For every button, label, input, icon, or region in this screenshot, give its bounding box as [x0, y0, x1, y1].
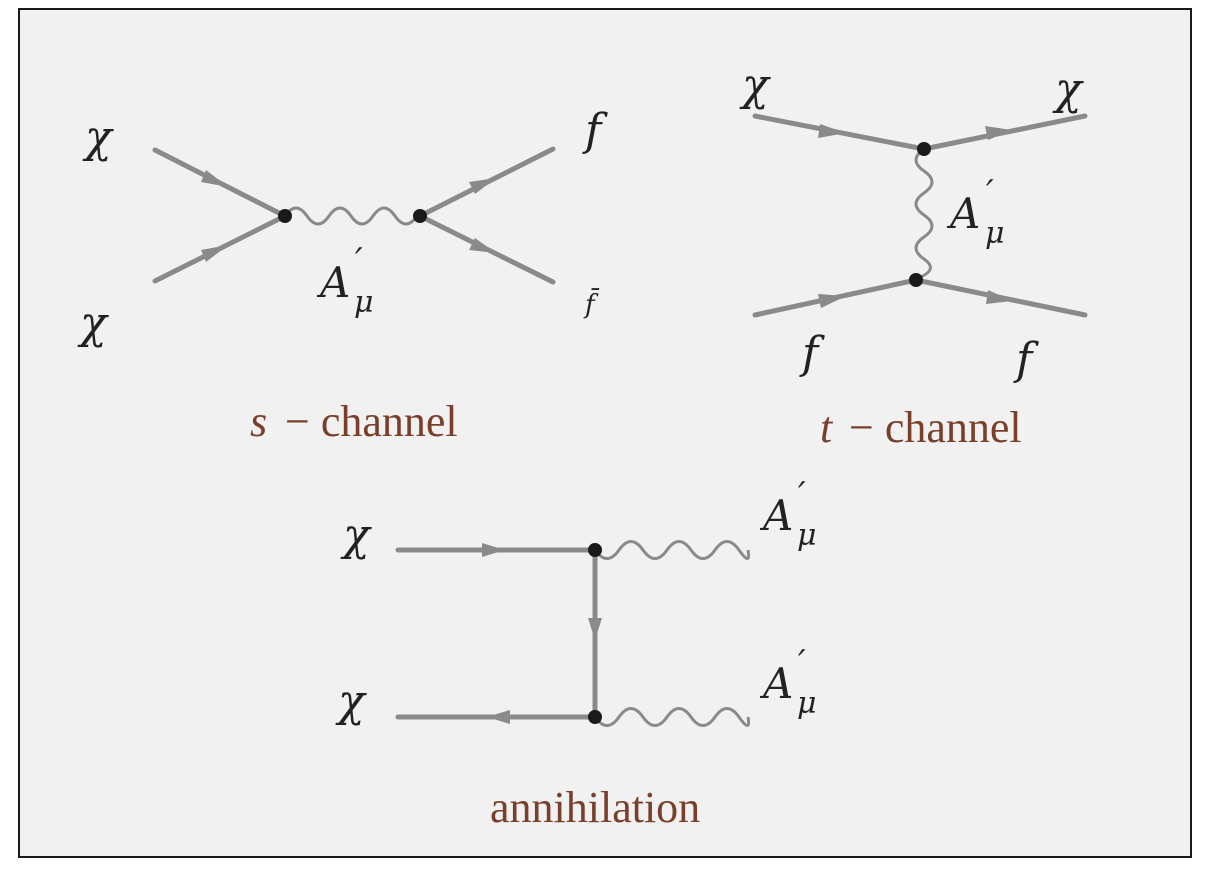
ann-out-top-prime: ′: [798, 475, 806, 515]
s-mediator-subscript: μ: [354, 285, 374, 320]
annihilation-diagram: χ χ A ′ μ A ′ μ annihilation: [335, 475, 817, 832]
ann-outgoing-top-wavy-line: [593, 540, 751, 560]
t-mediator-wavy-line: [914, 147, 934, 281]
t-mediator-prime: ′: [986, 173, 994, 213]
s-incoming-bottom-arrow-icon: [201, 245, 228, 262]
s-label-out-bottom: f̄: [583, 287, 600, 320]
t-outgoing-bottom-arrow-icon: [986, 290, 1012, 304]
annihilation-caption: annihilation: [490, 783, 700, 832]
s-mediator-symbol: A: [316, 258, 350, 307]
t-caption-variable: t: [820, 403, 834, 452]
t-bottom-vertex: [909, 273, 923, 287]
t-outgoing-top-arrow-icon: [985, 126, 1012, 140]
t-mediator-label: A ′ μ: [946, 173, 1005, 251]
s-mediator-wavy-line: [283, 206, 419, 226]
t-caption-text: − channel: [849, 403, 1022, 452]
s-label-in-top: χ: [82, 112, 114, 163]
ann-out-top-subscript: μ: [797, 518, 817, 553]
s-right-vertex: [413, 209, 427, 223]
ann-incoming-bottom-arrow-icon: [487, 710, 510, 724]
ann-out-top-symbol: A: [759, 491, 793, 540]
ann-label-in-top: χ: [340, 510, 372, 561]
ann-label-in-bottom: χ: [335, 676, 367, 727]
s-label-out-top: f: [582, 105, 608, 156]
s-outgoing-bottom-arrow-icon: [469, 238, 496, 253]
ann-out-bottom-prime: ′: [798, 643, 806, 683]
ann-outgoing-bottom-wavy-line: [593, 707, 751, 727]
ann-out-bottom-symbol: A: [759, 659, 793, 708]
ann-out-top-label: A ′ μ: [759, 475, 817, 553]
t-top-vertex: [917, 142, 931, 156]
s-channel-diagram: χ χ f f̄ A ′ μ s − channel: [77, 105, 608, 446]
s-left-vertex: [278, 209, 292, 223]
ann-out-bottom-label: A ′ μ: [759, 643, 817, 721]
s-mediator-prime: ′: [355, 241, 363, 281]
diagram-panel: [18, 8, 1192, 858]
t-label-out-bottom: f: [1013, 334, 1039, 385]
s-mediator-label: A ′ μ: [316, 241, 374, 320]
t-mediator-subscript: μ: [985, 216, 1005, 251]
s-caption-text: − channel: [285, 397, 458, 446]
ann-top-vertex: [588, 543, 602, 557]
s-incoming-top-arrow-icon: [201, 170, 228, 187]
t-channel-diagram: χ χ f f A ′ μ t − channel: [739, 60, 1088, 452]
s-label-in-bottom: χ: [77, 298, 109, 349]
t-label-out-top: χ: [1052, 64, 1084, 115]
ann-bottom-vertex: [588, 710, 602, 724]
ann-incoming-top-arrow-icon: [482, 543, 505, 557]
t-channel-caption: t − channel: [820, 403, 1022, 452]
ann-exchange-arrow-icon: [588, 618, 602, 640]
t-label-in-top: χ: [739, 60, 771, 111]
s-outgoing-top-arrow-icon: [469, 178, 496, 194]
t-label-in-bottom: f: [799, 328, 825, 379]
s-channel-caption: s − channel: [250, 397, 458, 446]
t-incoming-bottom-arrow-icon: [818, 294, 846, 308]
t-mediator-symbol: A: [946, 189, 980, 238]
t-incoming-top-arrow-icon: [818, 124, 846, 138]
ann-out-bottom-subscript: μ: [797, 686, 817, 721]
s-caption-variable: s: [250, 397, 267, 446]
